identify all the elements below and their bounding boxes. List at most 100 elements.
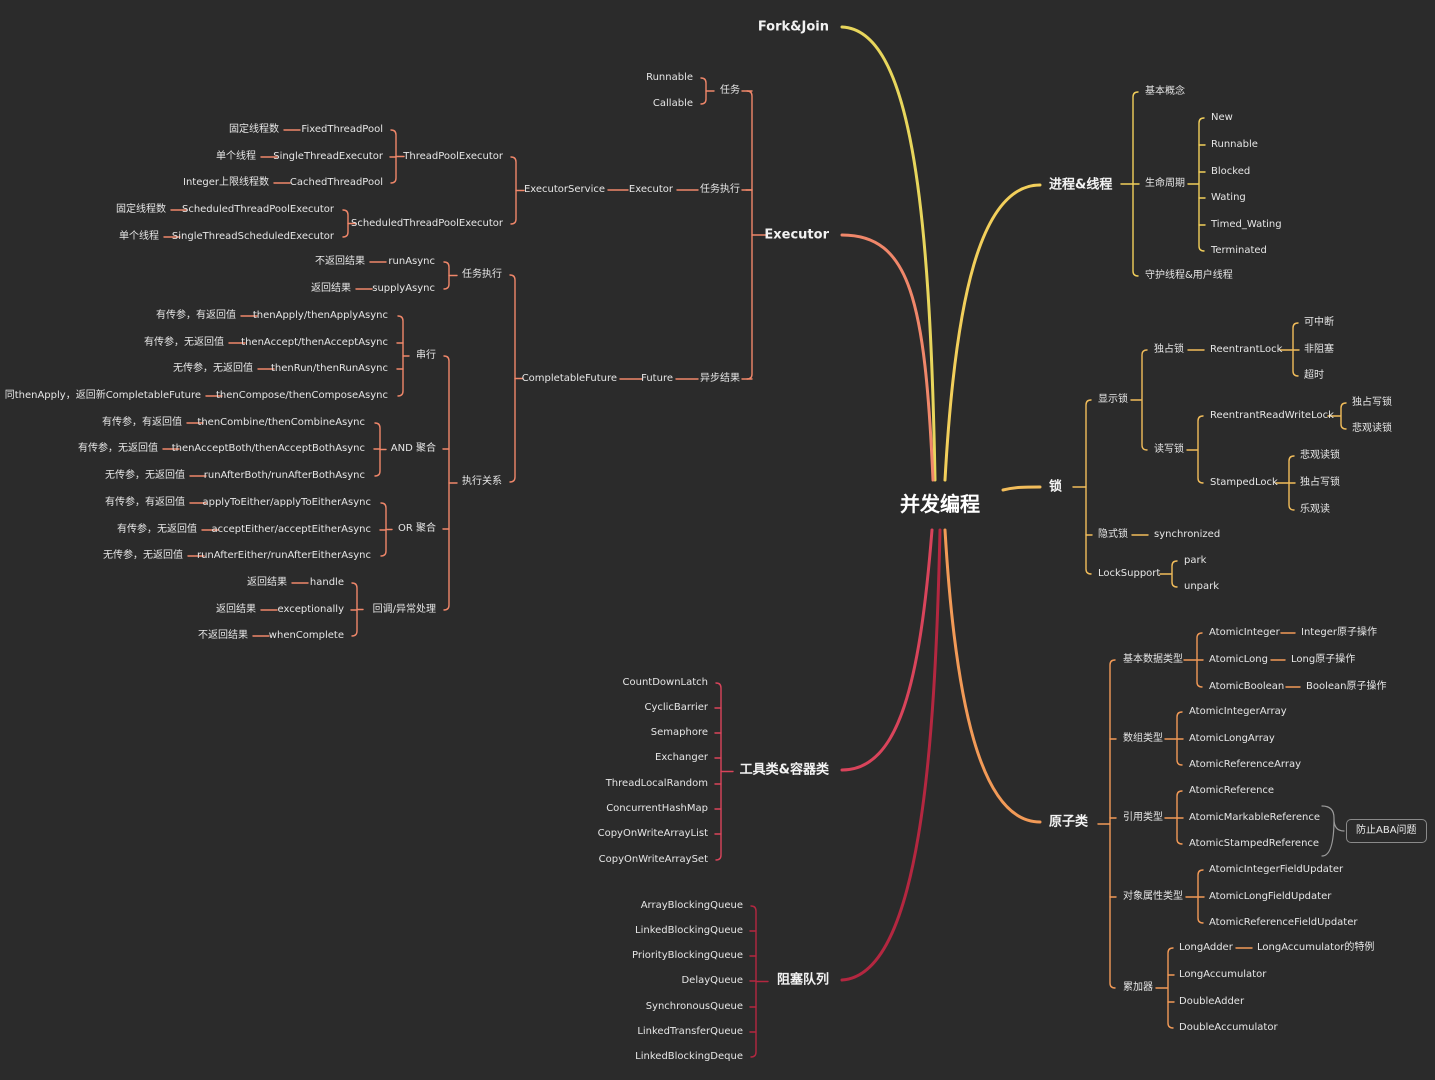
bracket (1198, 117, 1205, 252)
node-park: park (1184, 555, 1207, 566)
node-queue: DelayQueue (681, 975, 743, 986)
node-method: runAfterEither/runAfterEitherAsync (196, 550, 371, 561)
branch-fork-join (840, 25, 937, 482)
node-method: applyToEither/applyToEitherAsync (202, 497, 371, 508)
branch-process-thread (943, 183, 1042, 482)
node-stamped-mode: 悲观读锁 (1300, 450, 1340, 461)
branch-lock (1001, 485, 1042, 492)
node-method-desc: 无传参，无返回值 (173, 363, 253, 374)
branch-atomic (943, 528, 1042, 824)
bracket (510, 156, 517, 225)
node-method-desc: 有传参，无返回值 (144, 337, 224, 348)
node-atomic-class: AtomicInteger (1209, 627, 1280, 638)
node-pool-desc: 单个线程 (216, 151, 256, 162)
topic-fork-join: Fork&Join (757, 19, 829, 35)
node-exclusive-lock: 独占锁 (1154, 344, 1184, 355)
node-pool-type: SingleThreadExecutor (273, 151, 383, 162)
node-callable: Callable (652, 98, 693, 109)
node-relations: 执行关系 (462, 476, 502, 487)
node-atomic-array: 数组类型 (1123, 733, 1163, 744)
node-atomic-ref-class: AtomicStampedReference (1189, 838, 1320, 849)
node-executor-service: ExecutorService (523, 184, 605, 195)
node-lock-support: LockSupport (1098, 568, 1161, 579)
node-async-method: runAsync (388, 256, 435, 267)
node-stamped-mode: 独占写锁 (1300, 477, 1340, 488)
node-thread-state: New (1211, 112, 1233, 123)
node-cf-task-exec: 任务执行 (462, 269, 502, 280)
bracket (700, 77, 707, 105)
bracket (1141, 349, 1148, 451)
branch-executor (840, 233, 935, 482)
topic-blocking-queue: 阻塞队列 (776, 972, 829, 988)
node-method-desc: 返回结果 (247, 577, 287, 588)
node-runnable: Runnable (646, 72, 693, 83)
node-method: thenRun/thenRunAsync (270, 363, 388, 374)
node-method-desc: 无传参，无返回值 (105, 470, 185, 481)
bracket (1167, 947, 1174, 1029)
node-completable-future: CompletableFuture (521, 373, 617, 384)
node-thread-state: Blocked (1211, 166, 1251, 177)
node-method-desc: 同thenApply，返回新CompletableFuture (4, 390, 201, 401)
node-method: runAfterBoth/runAfterBothAsync (203, 470, 365, 481)
node-rrwl-mode: 悲观读锁 (1352, 423, 1392, 434)
node-queue: LinkedBlockingDeque (635, 1051, 743, 1062)
node-atomic-class: AtomicBoolean (1209, 681, 1285, 692)
node-thread-pool-executor: ThreadPoolExecutor (403, 151, 503, 162)
bracket (746, 90, 753, 380)
node-atomic-ref-class: AtomicReference (1189, 785, 1275, 796)
node-tool: CopyOnWriteArrayList (597, 828, 708, 839)
node-long-adder-note: LongAccumulator的特例 (1257, 942, 1375, 953)
node-queue: PriorityBlockingQueue (632, 950, 743, 961)
bracket (1171, 560, 1178, 588)
node-scheduled-type: SingleThreadScheduledExecutor (171, 231, 334, 242)
root-topic: 并发编程 (900, 492, 980, 516)
node-stamped-mode: 乐观读 (1300, 504, 1330, 515)
branch-tools (840, 528, 934, 772)
node-tool: CopyOnWriteArraySet (598, 854, 708, 865)
topic-tools: 工具类&容器类 (739, 762, 829, 778)
node-method-desc: 不返回结果 (198, 630, 248, 641)
node-daemon: 守护线程&用户线程 (1145, 270, 1233, 281)
node-pool-desc: Integer上限线程数 (183, 177, 269, 188)
node-task-exec: 任务执行 (700, 184, 740, 195)
node-tool: Semaphore (650, 727, 708, 738)
node-method-desc: 无传参，无返回值 (103, 550, 183, 561)
bracket (443, 355, 450, 611)
node-async-result: 异步结果 (700, 373, 740, 384)
node-method-desc: 有传参，有返回值 (102, 417, 182, 428)
node-implicit-lock: 隐式锁 (1098, 529, 1128, 540)
bracket (509, 274, 516, 483)
node-accumulator: DoubleAccumulator (1179, 1022, 1278, 1033)
branch-blocking-queue (840, 528, 942, 982)
node-stamped-lock: StampedLock (1210, 477, 1278, 488)
bracket (342, 209, 349, 238)
node-atomic-ref: 引用类型 (1123, 812, 1163, 823)
node-queue: LinkedBlockingQueue (635, 925, 743, 936)
node-method-desc: 有传参，无返回值 (117, 524, 197, 535)
node-atomic-desc: Boolean原子操作 (1306, 681, 1387, 692)
node-explicit-lock: 显示锁 (1098, 394, 1128, 405)
bracket (443, 261, 450, 290)
node-atomic-field-class: AtomicLongFieldUpdater (1209, 891, 1332, 902)
topic-process-thread: 进程&线程 (1049, 177, 1113, 193)
node-executor: Executor (628, 184, 673, 195)
node-thread-state: Runnable (1211, 139, 1258, 150)
node-synchronized: synchronized (1154, 529, 1221, 540)
node-method: thenCombine/thenCombineAsync (197, 417, 365, 428)
node-atomic-field-class: AtomicIntegerFieldUpdater (1209, 864, 1344, 875)
node-thread-state: Terminated (1211, 245, 1267, 256)
node-method: whenComplete (268, 630, 344, 641)
node-pool-type: CachedThreadPool (289, 177, 383, 188)
node-rw-lock: 读写锁 (1154, 444, 1184, 455)
node-lock-feature: 非阻塞 (1304, 344, 1334, 355)
node-queue: ArrayBlockingQueue (640, 900, 743, 911)
node-rrwl-mode: 独占写锁 (1352, 397, 1392, 408)
node-thread-state: Wating (1211, 192, 1246, 203)
node-atomic-ref-class: AtomicMarkableReference (1189, 812, 1320, 823)
node-atomic-field: 对象属性类型 (1123, 891, 1183, 902)
node-method: handle (309, 577, 344, 588)
node-atomic-adder: 累加器 (1123, 982, 1153, 993)
node-thread-state: Timed_Wating (1211, 219, 1282, 230)
node-task: 任务 (720, 85, 740, 96)
